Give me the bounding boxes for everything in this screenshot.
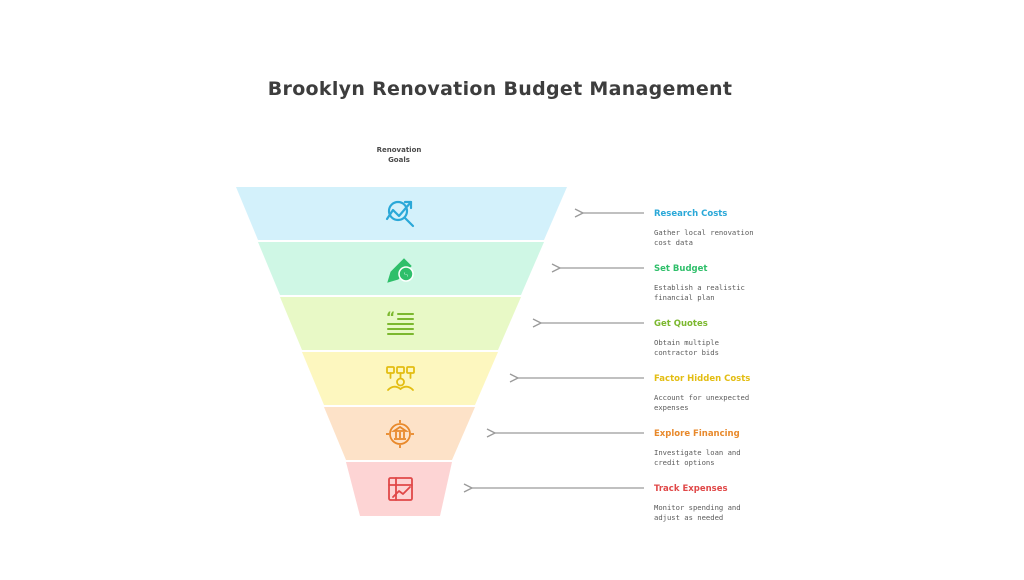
bank-target-icon [386,420,414,448]
magnifier-chart-icon [385,200,415,228]
step-2-title: Set Budget [654,264,708,274]
quote-list-icon: “ [386,310,414,335]
hidden-money-icon [386,366,415,391]
funnel-segment-6 [346,462,452,516]
step-3-title: Get Quotes [654,319,708,329]
funnel-top-label-text: Renovation Goals [376,146,422,164]
step-2-description: Establish a realistic financial plan [654,283,745,302]
step-4-description: Account for unexpected expenses [654,393,750,412]
step-3-description: Obtain multiple contractor bids [654,338,719,357]
step-1-title: Research Costs [654,209,728,219]
svg-text:$: $ [403,271,409,281]
step-1-description: Gather local renovation cost data [654,228,754,247]
step-5-title: Explore Financing [654,429,740,439]
expense-chart-icon [388,477,413,501]
funnel-top-label: Renovation Goals [360,145,438,165]
step-4-title: Factor Hidden Costs [654,374,751,384]
diagram-title: Brooklyn Renovation Budget Management [267,78,733,100]
step-6-title: Track Expenses [654,484,728,494]
pencil-dollar-icon: $ [387,258,414,283]
step-6-description: Monitor spending and adjust as needed [654,503,741,522]
step-5-description: Investigate loan and credit options [654,448,741,467]
svg-text:“: “ [386,310,395,326]
